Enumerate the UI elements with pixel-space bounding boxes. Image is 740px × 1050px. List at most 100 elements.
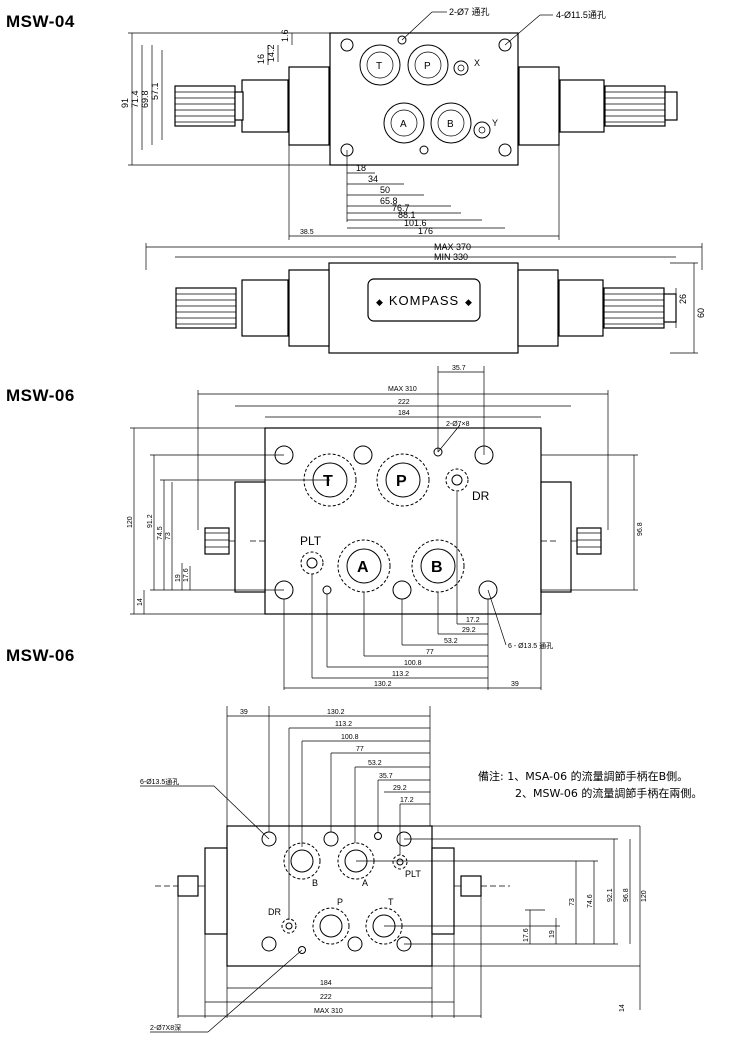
msw04-side-view: MAX 370 MIN 330 KOMPASS ◆ ◆ 26 60 <box>145 242 706 354</box>
msw06a-dim-top: 184 <box>398 410 410 417</box>
msw06b-dim-top: 35.7 <box>379 773 393 780</box>
msw06a-dim-right: 96.8 <box>637 522 644 536</box>
msw06a-dim-left: 120 <box>127 516 134 528</box>
msw04-label-p: P <box>424 61 431 72</box>
msw06b-dim-top: 53.2 <box>368 760 382 767</box>
msw06b-pin-hole <box>298 946 306 954</box>
msw06a-label-p: P <box>396 473 407 490</box>
msw04-dim-bottom: 50 <box>380 185 390 195</box>
msw06a-valve-body <box>264 427 542 615</box>
msw06b-dim-bottom: 222 <box>320 994 332 1001</box>
msw04-top-view: T P A B X Y 2-Ø7 通孔 4-Ø11.5通孔 91 71.4 69… <box>120 7 678 240</box>
kompass-brand: KOMPASS <box>389 293 459 308</box>
msw06-bottom-title: MSW-06 <box>6 646 75 665</box>
msw04-dim-bottom: 88.1 <box>398 210 416 220</box>
msw04-left-collar <box>241 79 289 133</box>
msw06a-dim-bottom: 113.2 <box>392 671 409 678</box>
msw04-port-a <box>383 102 425 144</box>
msw04-dim-left: 14.2 <box>266 44 276 62</box>
msw04-dim-bottom: 176 <box>418 226 433 236</box>
msw06a-dim-bottom: 17.2 <box>466 617 480 624</box>
msw06a-dim-bottom: 53.2 <box>444 638 458 645</box>
msw06a-dim-bottom: 77 <box>426 649 434 656</box>
msw06b-dim-bottom: MAX 310 <box>314 1008 343 1015</box>
msw06b-dim-top: 29.2 <box>393 785 407 792</box>
msw06a-dim-left: 91.2 <box>147 514 154 528</box>
msw06b-dim-right: 17.6 <box>523 928 530 942</box>
msw06b-dim-top: 130.2 <box>327 709 345 716</box>
msw06b-callout-bottom: 2-Ø7X8深 <box>150 1023 181 1032</box>
msw06b-dim-top: 113.2 <box>335 721 352 728</box>
msw04-dim-left: 71.4 <box>130 90 140 108</box>
msw06a-label-plt: PLT <box>300 534 322 548</box>
diamond-icon: ◆ <box>465 297 472 307</box>
msw04-port-t <box>359 44 401 86</box>
msw06-top-title: MSW-06 <box>6 386 75 405</box>
msw04-port-b <box>430 102 472 144</box>
msw04-dim-bottom: 38.5 <box>300 229 314 236</box>
msw06a-dim-top: 222 <box>398 399 410 406</box>
msw04-dim-left: 16 <box>256 54 266 64</box>
msw06b-label-p: P <box>337 897 343 907</box>
diamond-icon: ◆ <box>376 297 383 307</box>
msw04-label-a: A <box>400 119 407 130</box>
msw04-callout-hole11: 4-Ø11.5通孔 <box>556 10 606 20</box>
msw06b-label-a: A <box>362 878 368 888</box>
msw06a-callout-bottom: 6 - Ø13.5 通孔 <box>508 641 553 650</box>
msw06a-mount-hole <box>353 445 373 465</box>
msw04-hole <box>498 143 512 157</box>
msw06a-port-dr <box>445 468 469 492</box>
note-line-2: 2、MSW-06 的流量調節手柄在兩側。 <box>515 787 703 800</box>
msw04-port-p <box>407 44 449 86</box>
msw04-label-x: X <box>474 58 480 68</box>
msw06a-label-dr: DR <box>472 489 490 503</box>
note-line-1: 備注: 1、MSA-06 的流量調節手柄在B側。 <box>478 770 689 783</box>
msw06b-port-b <box>283 842 321 880</box>
msw04-right-collar <box>559 79 605 133</box>
msw06b-dim-right: 74.6 <box>587 894 594 908</box>
msw04-dim-left: 69.8 <box>140 90 150 108</box>
msw04-dim-left: 57.1 <box>150 82 160 100</box>
msw04-valve-body <box>329 32 519 166</box>
msw06b-dim-top: 39 <box>240 709 248 716</box>
msw04-dim-right: 26 <box>678 294 688 304</box>
msw04-callout-hole7: 2-Ø7 通孔 <box>449 7 490 17</box>
msw06b-view: B A PLT DR P T 39 130.2 113.2 100.8 77 5… <box>140 706 648 1033</box>
msw06b-dim-right: 92.1 <box>607 888 614 902</box>
msw04-left-knob <box>174 85 244 127</box>
msw06b-label-t: T <box>388 897 394 907</box>
msw04-label-b: B <box>447 119 454 130</box>
msw04-port-y <box>473 121 491 139</box>
msw06b-valve-body <box>226 825 433 967</box>
msw04-dim-left: 91 <box>120 98 130 108</box>
msw06b-dim-top: 77 <box>356 746 364 753</box>
msw06b-dim-right: 14 <box>619 1004 626 1012</box>
msw04-dim-bottom: 18 <box>356 163 366 173</box>
msw06a-label-b: B <box>431 559 443 576</box>
kompass-nameplate <box>367 278 481 322</box>
msw06a-label-t: T <box>323 473 333 490</box>
msw06a-dim-left: 14 <box>137 598 144 606</box>
msw06a-dim-top: MAX 310 <box>388 386 417 393</box>
msw04-hole <box>340 38 354 52</box>
msw06a-dim-bottom: 130.2 <box>374 681 392 688</box>
msw04-dim-left: 1.6 <box>280 29 290 42</box>
msw06b-pin-hole <box>374 832 382 840</box>
msw04-port-x <box>453 60 469 76</box>
msw06a-dim-top: 35.7 <box>452 365 466 372</box>
msw06a-port-p <box>376 453 430 507</box>
msw06a-callout-top: 2-Ø7×8 <box>446 421 470 428</box>
msw06b-dim-right: 73 <box>569 898 576 906</box>
msw04-pin-hole <box>397 35 407 45</box>
msw06a-dim-bottom: 29.2 <box>462 627 476 634</box>
msw06a-dim-left: 19 <box>175 574 182 582</box>
msw06b-dim-right: 120 <box>641 890 648 902</box>
msw06a-dim-left: 17.6 <box>183 568 190 582</box>
msw04-right-nut <box>518 66 560 146</box>
msw06b-dim-bottom: 184 <box>320 980 332 987</box>
msw06b-dim-right: 96.8 <box>623 888 630 902</box>
msw04-dim-right: 60 <box>696 308 706 318</box>
msw04-dim-bottom: 76.7 <box>392 203 410 213</box>
msw06b-label-plt: PLT <box>405 869 421 879</box>
